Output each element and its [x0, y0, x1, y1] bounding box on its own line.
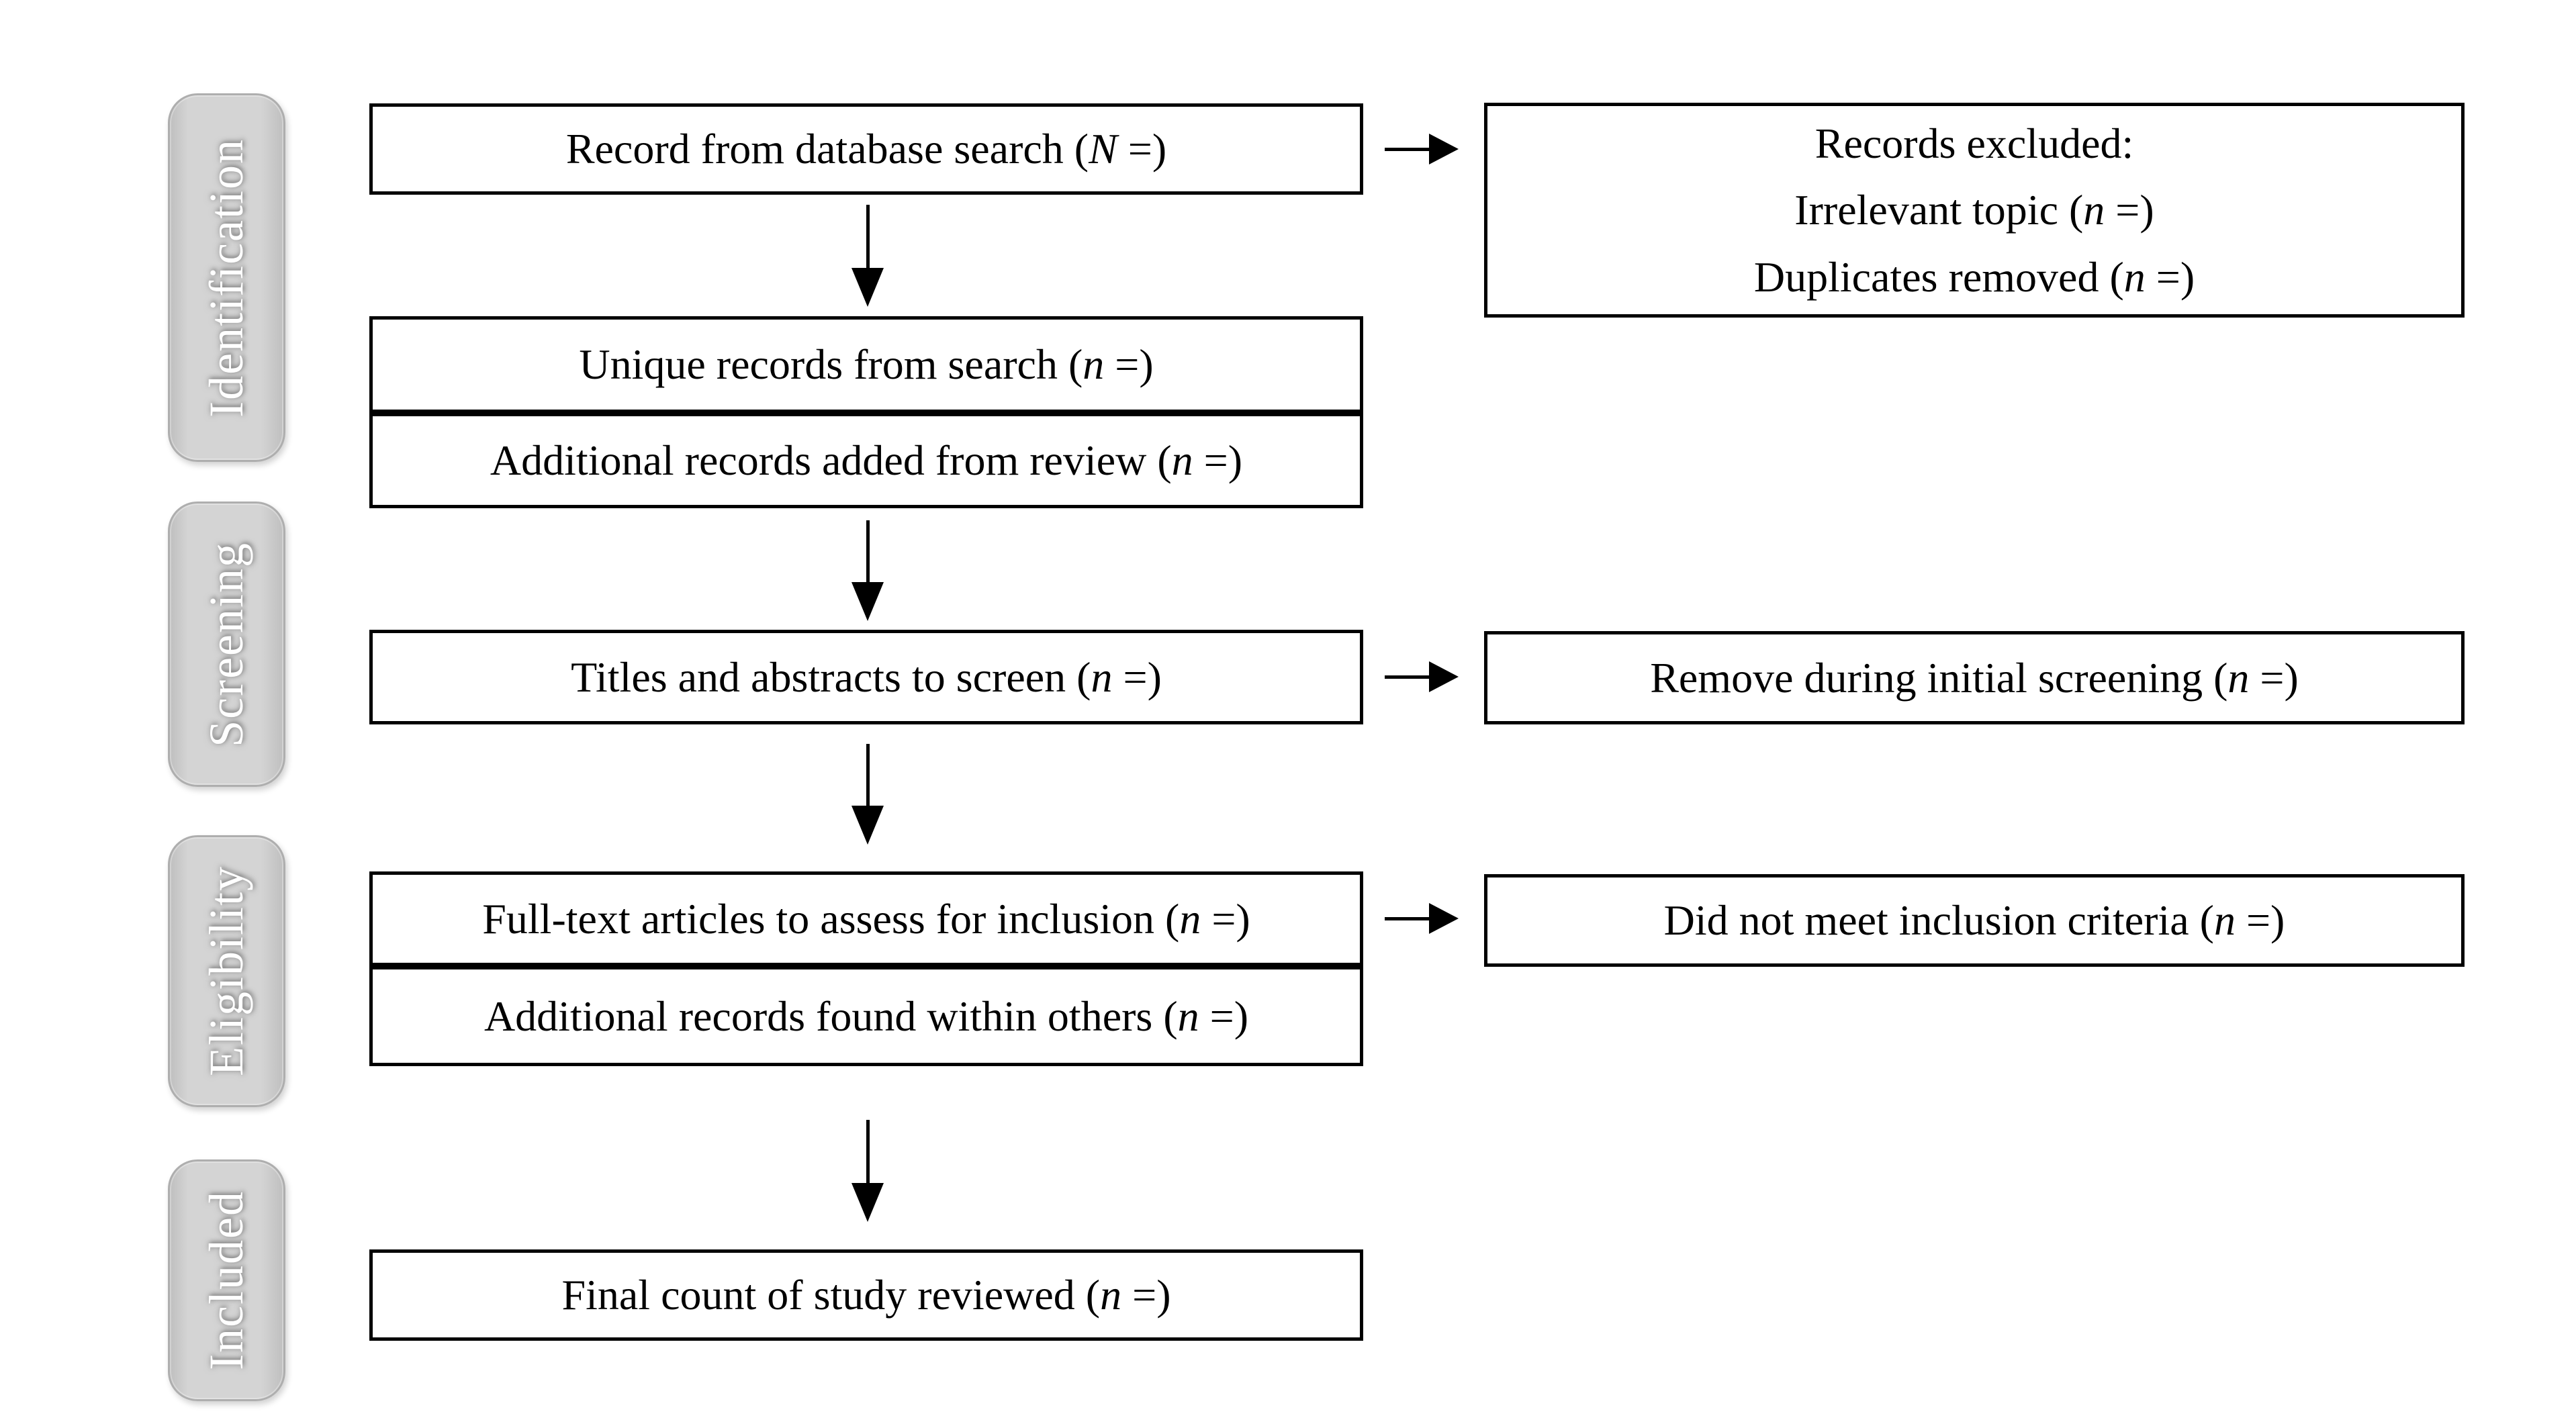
box-not-meet-criteria-text: Did not meet inclusion criteria (n =)	[1664, 896, 2285, 945]
box-removed-initial-screening: Remove during initial screening (n =)	[1484, 631, 2465, 724]
box-additional-records-review: Additional records added from review (n …	[369, 413, 1363, 508]
stage-label-included-text: Included	[199, 1190, 253, 1370]
box-record-database-search-text: Record from database search (N =)	[566, 124, 1166, 174]
text-pre: Did not meet inclusion criteria (	[1663, 896, 2214, 944]
text-pre: Duplicates removed (	[1753, 252, 2124, 301]
text-var: n	[2213, 896, 2236, 944]
arrow-right-to-initial-screening	[1385, 661, 1459, 692]
text-post: =)	[1121, 1271, 1171, 1319]
arrow-head-right-icon	[1429, 903, 1459, 934]
text-pre: Additional records added from review (	[490, 436, 1172, 484]
box-unique-records-text: Unique records from search (n =)	[579, 340, 1153, 389]
records-excluded-irrelevant-topic: Irrelevant topic (n =)	[1794, 177, 2154, 243]
text-post: =)	[1193, 436, 1243, 484]
stage-label-identification-text: Identification	[199, 138, 253, 418]
text-pre: Additional records found within others (	[484, 992, 1178, 1040]
text-pre: Records excluded:	[1814, 120, 2134, 168]
text-pre: Full-text articles to assess for inclusi…	[482, 894, 1180, 943]
box-additional-records-within: Additional records found within others (…	[369, 966, 1363, 1066]
arrow-down-to-titles-abstracts	[852, 520, 884, 621]
arrow-shaft	[866, 520, 870, 582]
arrow-down-to-unique-records	[852, 205, 884, 307]
text-pre: Remove during initial screening (	[1650, 653, 2228, 702]
text-post: =)	[2235, 896, 2285, 944]
box-titles-abstracts-screen-text: Titles and abstracts to screen (n =)	[571, 653, 1162, 702]
box-record-database-search: Record from database search (N =)	[369, 103, 1363, 195]
text-post: =)	[1199, 992, 1249, 1040]
text-post: =)	[1117, 125, 1167, 173]
box-records-excluded-lines: Records excluded: Irrelevant topic (n =)…	[1754, 110, 2195, 310]
arrow-shaft	[1385, 147, 1429, 151]
text-post: =)	[1104, 340, 1154, 388]
arrow-head-right-icon	[1429, 661, 1459, 692]
text-post: =)	[1201, 894, 1250, 943]
text-var: N	[1089, 125, 1117, 173]
arrow-shaft	[866, 205, 870, 268]
records-excluded-heading: Records excluded:	[1815, 110, 2134, 177]
text-var: n	[2227, 653, 2250, 702]
text-pre: Final count of study reviewed (	[561, 1271, 1101, 1319]
text-var: n	[1177, 992, 1199, 1040]
arrow-head-down-icon	[852, 268, 884, 307]
box-fulltext-assess: Full-text articles to assess for inclusi…	[369, 871, 1363, 966]
box-final-count-text: Final count of study reviewed (n =)	[562, 1270, 1171, 1320]
arrow-head-down-icon	[852, 806, 884, 845]
box-fulltext-assess-text: Full-text articles to assess for inclusi…	[482, 894, 1250, 944]
arrow-down-to-fulltext-assess	[852, 744, 884, 845]
text-post: =)	[2145, 252, 2195, 301]
box-titles-abstracts-screen: Titles and abstracts to screen (n =)	[369, 630, 1363, 724]
text-var: n	[1179, 894, 1201, 943]
box-removed-initial-screening-text: Remove during initial screening (n =)	[1650, 653, 2299, 703]
stage-label-included: Included	[168, 1159, 285, 1401]
text-var: n	[1083, 340, 1105, 388]
box-records-excluded: Records excluded: Irrelevant topic (n =)…	[1484, 103, 2465, 318]
text-var: n	[1091, 653, 1113, 701]
stage-label-eligibility: Eligibility	[168, 835, 285, 1107]
text-post: =)	[2105, 186, 2154, 234]
arrow-shaft	[866, 744, 870, 806]
text-var: n	[2083, 186, 2105, 234]
arrow-head-down-icon	[852, 582, 884, 621]
arrow-head-right-icon	[1429, 134, 1459, 164]
box-additional-records-review-text: Additional records added from review (n …	[490, 436, 1242, 485]
arrow-right-to-not-meet-criteria	[1385, 903, 1459, 934]
text-pre: Irrelevant topic (	[1794, 186, 2084, 234]
box-final-count: Final count of study reviewed (n =)	[369, 1249, 1363, 1341]
arrow-head-down-icon	[852, 1183, 884, 1222]
records-excluded-duplicates-removed: Duplicates removed (n =)	[1754, 244, 2195, 310]
stage-label-eligibility-text: Eligibility	[199, 865, 253, 1077]
text-pre: Titles and abstracts to screen (	[571, 653, 1091, 701]
arrow-shaft	[866, 1120, 870, 1183]
text-var: n	[1171, 436, 1193, 484]
arrow-right-to-records-excluded	[1385, 134, 1459, 164]
arrow-down-to-final-count	[852, 1120, 884, 1222]
text-var: n	[1100, 1271, 1122, 1319]
box-unique-records: Unique records from search (n =)	[369, 316, 1363, 413]
arrow-shaft	[1385, 916, 1429, 920]
arrow-shaft	[1385, 675, 1429, 679]
text-post: =)	[2249, 653, 2299, 702]
box-not-meet-criteria: Did not meet inclusion criteria (n =)	[1484, 874, 2465, 967]
stage-label-screening: Screening	[168, 502, 285, 787]
text-pre: Unique records from search (	[579, 340, 1083, 388]
text-post: =)	[1112, 653, 1162, 701]
text-var: n	[2123, 252, 2146, 301]
stage-label-screening-text: Screening	[199, 541, 253, 747]
box-additional-records-within-text: Additional records found within others (…	[484, 992, 1248, 1041]
text-pre: Record from database search (	[565, 125, 1089, 173]
stage-label-identification: Identification	[168, 93, 285, 462]
